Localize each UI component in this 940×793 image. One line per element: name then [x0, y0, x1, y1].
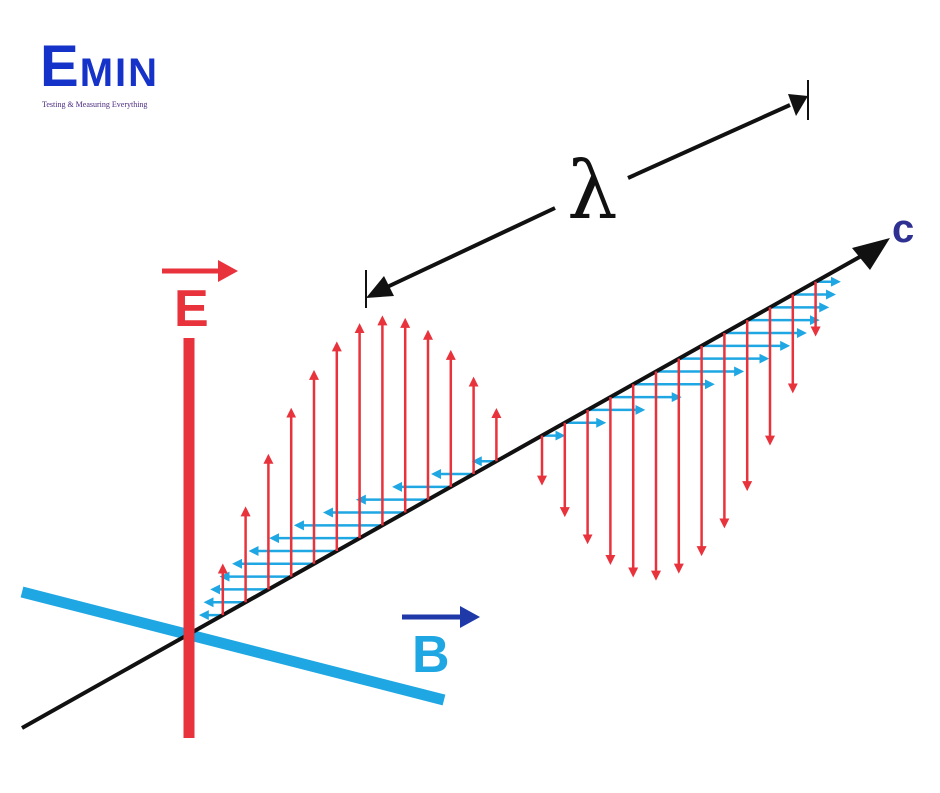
electric-arrow-icon	[218, 260, 238, 282]
magnetic-field-vectors	[198, 276, 841, 621]
electric-field-vectors	[217, 281, 821, 616]
electric-field-label-group: E	[162, 260, 238, 338]
magnetic-field-label-group: B	[402, 606, 480, 684]
logo-rest: MIN	[79, 51, 160, 95]
wavelength-label: λ	[567, 144, 618, 237]
magnetic-axis	[20, 586, 446, 706]
wavelength-indicator	[365, 80, 809, 308]
magnetic-arrow-icon	[460, 606, 480, 628]
propagation-arrow-icon	[852, 238, 890, 270]
logo-first-letter: E	[40, 34, 80, 99]
logo-tagline: Testing & Measuring Everything	[42, 100, 148, 109]
propagation-axis	[21, 248, 873, 730]
speed-of-light-label: c	[892, 207, 914, 251]
magnetic-field-label: B	[412, 626, 450, 684]
electric-field-label: E	[174, 280, 209, 338]
brand-logo: EMIN	[40, 38, 159, 96]
